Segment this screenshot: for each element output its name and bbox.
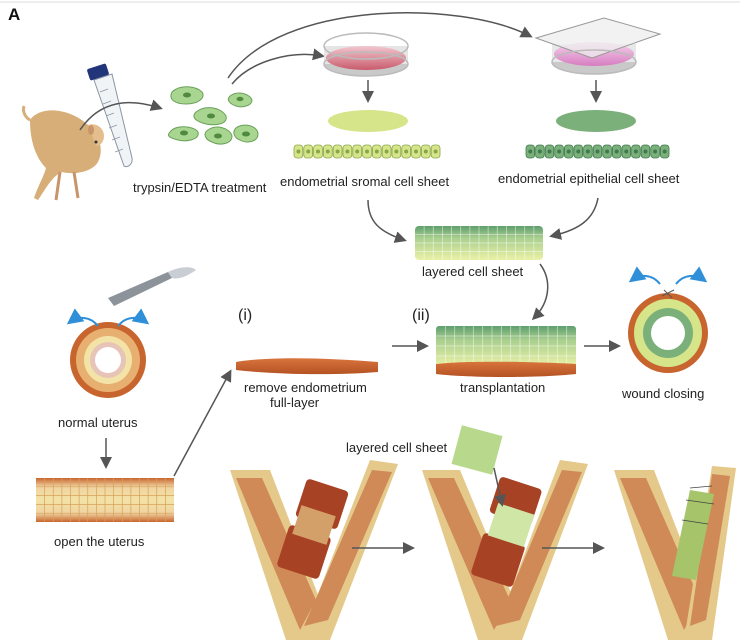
label-open-uterus: open the uterus <box>54 534 145 549</box>
cell-nucleus <box>528 149 533 154</box>
uterus-cross-section <box>70 322 146 398</box>
cell-nucleus <box>365 149 369 154</box>
stromal-cell-row <box>293 144 441 159</box>
label-stromal: endometrial sromal cell sheet <box>280 174 449 189</box>
cell-nucleus <box>433 149 438 154</box>
label-remove-line1: remove endometrium <box>244 380 367 395</box>
centrifuge-tube-icon <box>87 63 133 167</box>
cell-nucleus <box>394 149 399 154</box>
muscle-strip <box>236 358 378 375</box>
cell-nucleus <box>614 149 619 154</box>
cell-nucleus <box>624 149 629 154</box>
label-wound-closing: wound closing <box>621 386 704 401</box>
label-normal-uterus: normal uterus <box>58 415 138 430</box>
cell-nucleus <box>605 149 610 154</box>
step-ii-label: (ii) <box>412 307 430 324</box>
cell-nucleus <box>537 149 542 154</box>
culture-dish-stromal <box>323 32 409 77</box>
label-layered-bottom: layered cell sheet <box>346 440 448 455</box>
transplant-layers <box>436 326 576 377</box>
layered-cell-sheet <box>415 226 543 260</box>
cell-nucleus <box>335 149 340 154</box>
cell-nucleus <box>547 149 552 154</box>
cell-nucleus <box>662 149 667 154</box>
scalpel-icon <box>108 267 196 306</box>
rat-icon <box>22 105 104 201</box>
cell-nucleus <box>306 149 311 154</box>
label-epithelial: endometrial epithelial cell sheet <box>498 171 680 186</box>
cell-nucleus <box>557 149 562 154</box>
uterus-v-3 <box>614 466 736 640</box>
cell-nucleus <box>384 149 389 154</box>
cell-nucleus <box>643 149 648 154</box>
cell-nucleus <box>374 149 379 154</box>
open-uterus <box>36 478 174 522</box>
label-transplantation: transplantation <box>460 380 545 395</box>
epithelial-sheet-disc <box>556 110 636 132</box>
label-trypsin: trypsin/EDTA treatment <box>133 180 267 195</box>
cell-nucleus <box>423 149 428 154</box>
cell-nucleus <box>325 149 330 154</box>
cell-nucleus <box>585 149 590 154</box>
wound-closing-ring <box>628 289 708 373</box>
cell-nucleus <box>296 149 301 154</box>
cell-nucleus <box>653 149 658 154</box>
cell-nucleus <box>414 149 418 154</box>
stromal-sheet-disc <box>328 110 408 132</box>
cell-nucleus <box>576 149 581 154</box>
culture-dish-epithelial <box>534 17 662 75</box>
step-i-label: (i) <box>238 307 252 324</box>
cell-nucleus <box>595 149 600 154</box>
epithelial-cell-row <box>525 144 670 159</box>
cell-nucleus <box>404 149 409 154</box>
cell-nucleus <box>633 149 638 154</box>
panel-label: A <box>8 5 20 24</box>
cell-nucleus <box>566 149 571 154</box>
cell-nucleus <box>316 149 320 154</box>
sheet-square <box>451 425 503 475</box>
uterus-v-2 <box>422 460 588 640</box>
uterus-v-1 <box>230 460 398 640</box>
label-layered: layered cell sheet <box>422 264 524 279</box>
cell-nucleus <box>355 149 360 154</box>
cell-nucleus <box>345 149 350 154</box>
label-remove-line2: full-layer <box>270 395 320 410</box>
